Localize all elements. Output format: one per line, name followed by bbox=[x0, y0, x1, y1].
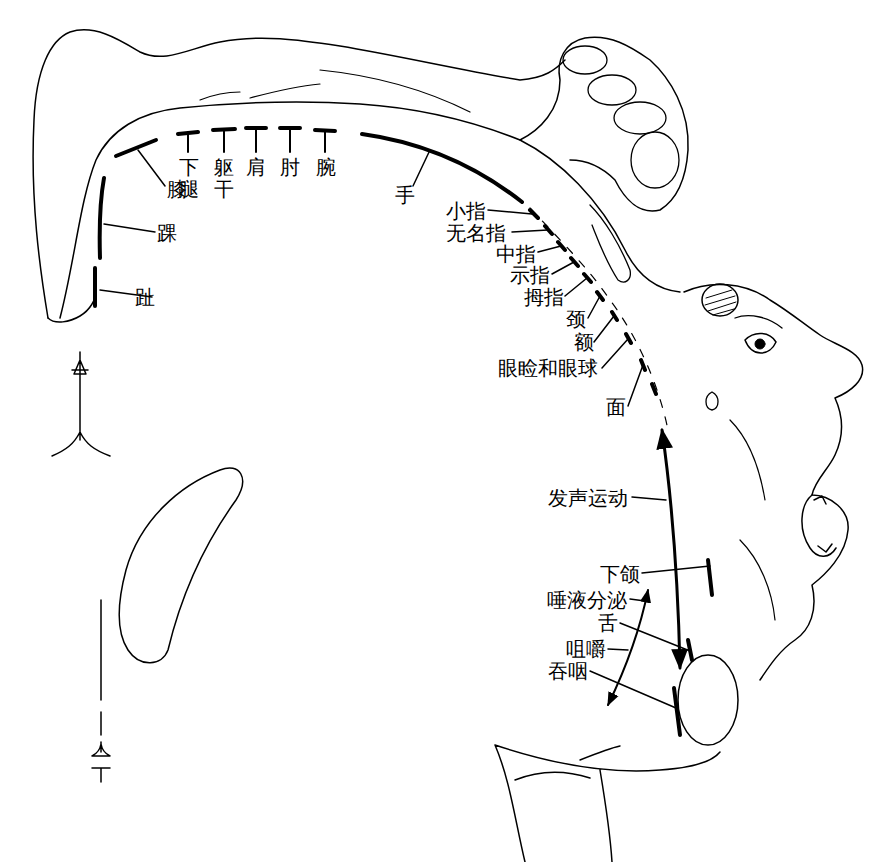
jaw-base bbox=[580, 746, 620, 760]
knee-bar bbox=[116, 140, 156, 156]
part-label: 吞咽 bbox=[548, 660, 588, 682]
eye-pupil bbox=[755, 339, 765, 349]
jaw-outline bbox=[495, 745, 720, 862]
tick-stem bbox=[188, 128, 325, 152]
arm-contour bbox=[200, 70, 470, 112]
mouth-outline bbox=[802, 495, 836, 556]
hand-bar bbox=[362, 134, 522, 202]
part-label: 躯干 bbox=[214, 156, 234, 200]
neuron-symbol bbox=[92, 600, 110, 782]
part-label: 眼睑和眼球 bbox=[498, 357, 598, 379]
face-outline bbox=[684, 284, 863, 680]
part-label: 趾 bbox=[135, 286, 155, 308]
part-label: 中指 bbox=[496, 243, 536, 265]
finger-outline bbox=[614, 102, 666, 134]
part-label: 发声运动 bbox=[548, 487, 628, 509]
tear-drop bbox=[706, 392, 718, 410]
part-label: 颈 bbox=[566, 308, 586, 330]
finger-outline bbox=[631, 132, 679, 188]
part-label: 肩 bbox=[246, 156, 266, 178]
vocal-arrow bbox=[662, 430, 680, 668]
crescent-shape bbox=[119, 468, 242, 663]
ear-hatched bbox=[702, 284, 738, 316]
part-label: 额 bbox=[574, 331, 594, 353]
part-label: 下颌 bbox=[600, 563, 640, 585]
eye-outline bbox=[745, 333, 776, 353]
body-outline bbox=[60, 102, 680, 318]
part-label: 下腿 bbox=[179, 156, 199, 200]
leader-line bbox=[100, 150, 643, 406]
part-label: 踝 bbox=[157, 222, 177, 244]
finger-outline bbox=[563, 46, 607, 74]
hand-outline bbox=[520, 37, 688, 211]
part-label: 唾液分泌 bbox=[547, 589, 627, 611]
ear-hatching bbox=[705, 290, 736, 315]
cortex-arc bbox=[530, 208, 668, 430]
neuron-symbol bbox=[52, 352, 110, 456]
part-label: 无名指 bbox=[446, 222, 506, 244]
ankle-bar bbox=[100, 178, 104, 258]
part-label: 示指 bbox=[510, 264, 550, 286]
brow-line bbox=[735, 316, 782, 328]
part-label: 舌 bbox=[598, 612, 618, 634]
body-outline bbox=[33, 30, 565, 318]
finger-outline bbox=[588, 75, 636, 105]
part-label: 面 bbox=[606, 396, 626, 418]
foot-outline bbox=[48, 290, 96, 322]
thumb-outline bbox=[590, 205, 630, 282]
part-label: 肘 bbox=[280, 156, 300, 178]
part-label: 小指 bbox=[446, 200, 486, 222]
part-label: 手 bbox=[395, 184, 415, 206]
toe-bar bbox=[93, 268, 97, 306]
part-label: 咀嚼 bbox=[566, 638, 606, 660]
part-label: 腕 bbox=[316, 156, 336, 178]
face-contour bbox=[730, 420, 775, 620]
part-label: 拇指 bbox=[524, 286, 564, 308]
tongue-outline bbox=[678, 655, 738, 745]
